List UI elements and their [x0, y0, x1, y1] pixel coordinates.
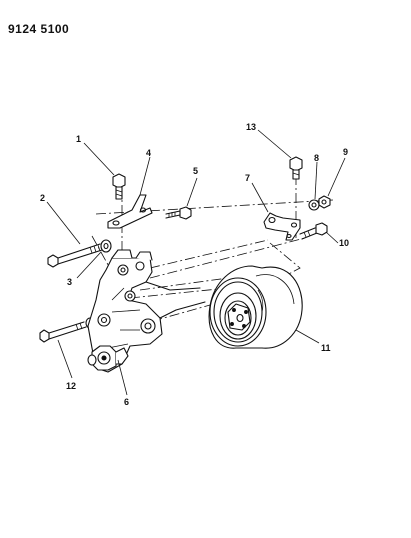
bolt-part-12: [39, 317, 95, 343]
pulley-part-11: [208, 265, 303, 349]
callout-12: 12: [66, 381, 76, 391]
bolt-part-13: [289, 156, 303, 180]
callout-1: 1: [76, 134, 81, 144]
nut-part-9: [318, 195, 331, 209]
callout-4: 4: [146, 148, 151, 158]
washer-part-3: [100, 239, 112, 253]
bracket-part-7: [263, 212, 301, 241]
callout-11: 11: [321, 343, 331, 353]
leader-lines: [46, 129, 346, 396]
callout-labels: 1 2 3 4 5 6 7 8 9 10 11 12 13: [40, 122, 349, 407]
washer-part-8: [308, 199, 320, 211]
bolt-part-2: [47, 243, 103, 268]
callout-3: 3: [67, 277, 72, 287]
callout-5: 5: [193, 166, 198, 176]
bolt-part-1: [112, 173, 126, 200]
callout-8: 8: [314, 153, 319, 163]
bracket-part-4: [107, 194, 153, 229]
callout-6: 6: [124, 397, 129, 407]
callout-13: 13: [246, 122, 256, 132]
bolt-part-5: [165, 206, 192, 220]
document-code: 9124 5100: [8, 22, 70, 36]
bolt-part-10: [299, 222, 328, 240]
callout-10: 10: [339, 238, 349, 248]
callout-7: 7: [245, 173, 250, 183]
mounting-bracket-part-6: [87, 249, 206, 373]
callout-2: 2: [40, 193, 45, 203]
callout-9: 9: [343, 147, 348, 157]
